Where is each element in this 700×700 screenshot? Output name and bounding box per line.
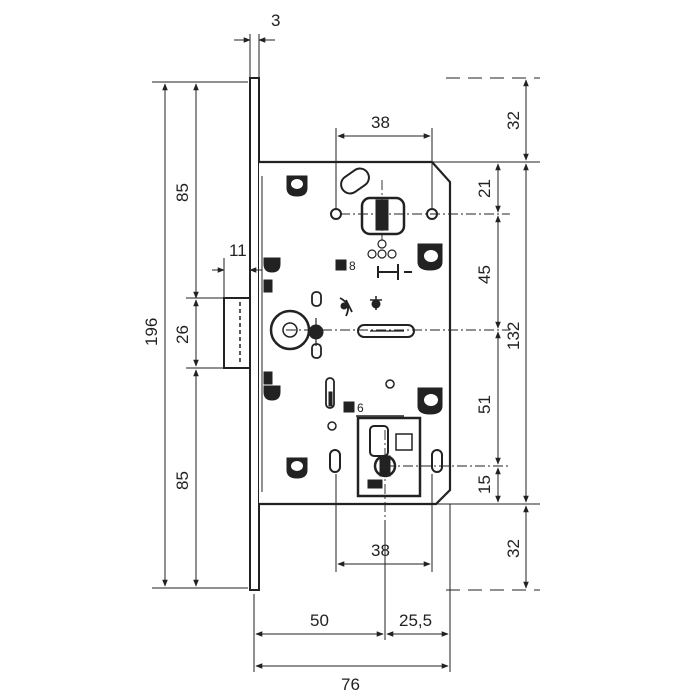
dim-backset-width-bottom: 38 bbox=[371, 541, 390, 560]
upper-slot bbox=[340, 167, 370, 195]
dim-lower-spacing-51: 51 bbox=[475, 395, 494, 414]
spindle-size-label: 8 bbox=[349, 259, 356, 273]
square-marking bbox=[343, 401, 404, 417]
mounting-tab-right-upper bbox=[417, 243, 443, 271]
dim-bottom-margin-right: 32 bbox=[504, 539, 523, 558]
dim-latch-projection: 11 bbox=[229, 241, 247, 260]
center-lines bbox=[286, 180, 510, 520]
lower-lock-cylinder bbox=[356, 416, 422, 498]
latch-bolt bbox=[223, 297, 251, 369]
dim-hole-spacing-45: 45 bbox=[475, 265, 494, 284]
dim-upper-hole-offset: 21 bbox=[475, 179, 494, 198]
dim-backset-width-top: 38 bbox=[371, 113, 390, 132]
dim-total-height-132: 132 bbox=[504, 322, 523, 350]
mounting-tab-bottom-left bbox=[286, 457, 308, 479]
dim-offset-25-5: 25,5 bbox=[399, 611, 432, 630]
side-tabs bbox=[263, 257, 281, 401]
upper-lock-hub bbox=[360, 196, 406, 259]
dim-bottom-offset-15: 15 bbox=[475, 475, 494, 494]
dim-lower-latch-distance: 85 bbox=[173, 471, 192, 490]
horizontal-latch-slot bbox=[357, 324, 415, 338]
dim-upper-latch-distance: 85 bbox=[173, 183, 192, 202]
dim-top-margin-right: 32 bbox=[504, 111, 523, 130]
dim-faceplate-thickness: 3 bbox=[271, 11, 280, 30]
mounting-tab-top-left bbox=[286, 175, 308, 197]
lower-screw-slots bbox=[329, 449, 443, 473]
square-size-label: 6 bbox=[357, 401, 364, 415]
dim-overall-height: 196 bbox=[142, 318, 161, 346]
dim-latch-height: 26 bbox=[173, 325, 192, 344]
faceplate bbox=[249, 77, 260, 591]
dim-backset-50: 50 bbox=[310, 611, 329, 630]
lower-small-slot bbox=[325, 377, 395, 431]
mounting-tab-right-lower bbox=[417, 387, 443, 415]
spindle-marking bbox=[335, 259, 412, 280]
dim-overall-width: 76 bbox=[341, 675, 360, 694]
